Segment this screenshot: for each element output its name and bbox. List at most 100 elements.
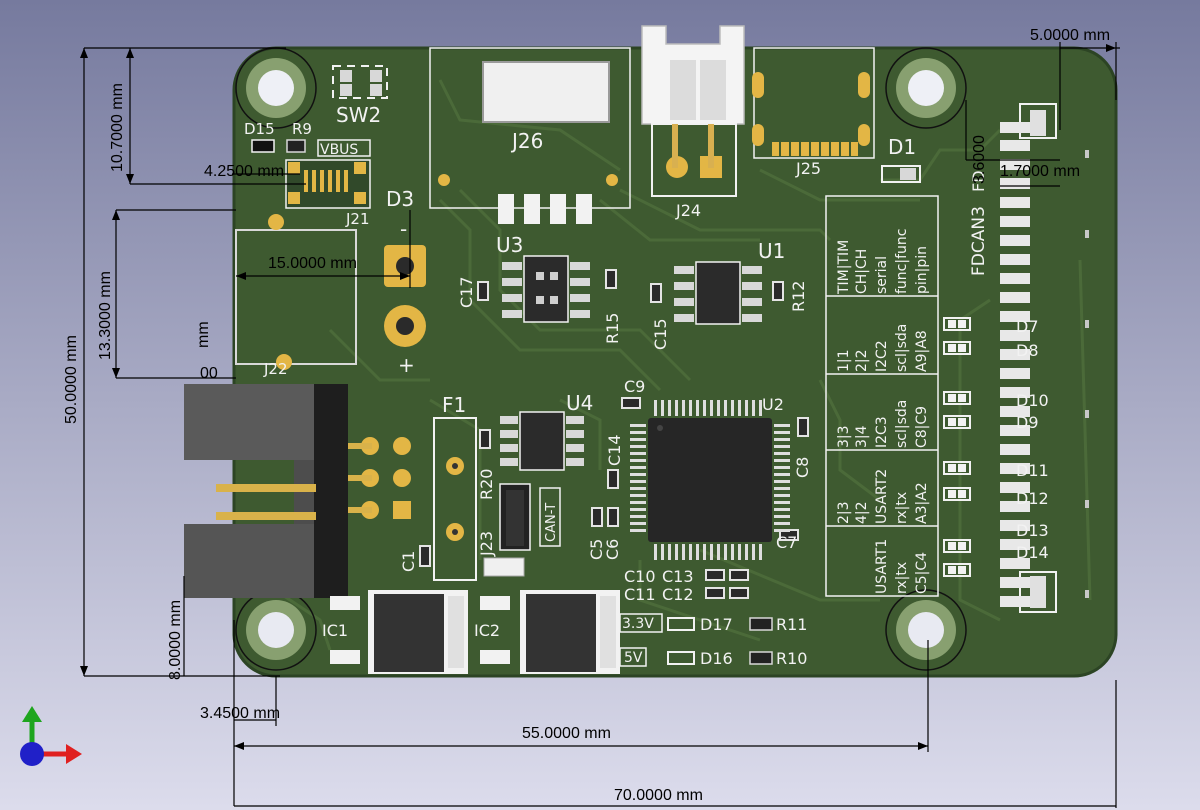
silk-r10: R10: [776, 649, 807, 668]
silk-j25: J25: [795, 159, 821, 178]
mounting-hole-br: [885, 589, 967, 671]
silk-r20: R20: [477, 469, 496, 500]
led-d15: [251, 139, 275, 153]
pin-table-r3-c4: A3|A2: [914, 482, 930, 524]
dim-15mm: 15.0000 mm: [268, 255, 357, 272]
silk-ic2: IC2: [474, 621, 500, 640]
pin-table-r4-c3: rx|tx: [894, 562, 910, 594]
silk-d12: D12: [1016, 489, 1049, 508]
silk-r11: R11: [776, 615, 807, 634]
dim-3-45mm: 3.4500 mm: [200, 705, 280, 722]
silk-u4: U4: [566, 391, 593, 415]
silk-j26: J26: [510, 129, 543, 153]
pin-table-r0-c3: func|func: [894, 229, 910, 294]
pin-table-r2-c3: scl|sda: [894, 400, 910, 448]
silk-j24: J24: [675, 201, 701, 220]
silk-c13: C13: [662, 567, 694, 586]
connector-j22-outline: [235, 214, 357, 370]
pin-table-r1-c0: 1|1: [836, 349, 852, 372]
dim-mm-a: mm: [195, 321, 212, 348]
silk-ic1: IC1: [322, 621, 348, 640]
y-axis-arrow-icon: [22, 706, 42, 722]
silk-d10: D10: [1016, 391, 1049, 410]
dim-50mm: 50.0000 mm: [63, 335, 80, 424]
silk-j21: J21: [345, 210, 370, 228]
silk-d17: D17: [700, 615, 733, 634]
dim-5mm: 5.0000 mm: [1030, 27, 1110, 44]
pin-table-r1-c2: I2C2: [874, 340, 890, 372]
silk-c11: C11: [624, 585, 656, 604]
silk-r15: R15: [603, 313, 622, 344]
pin-table-r1-c3: scl|sda: [894, 324, 910, 372]
pin-table-r4-c2: USART1: [874, 539, 890, 594]
silk-j22: J22: [263, 360, 288, 378]
mcu-u2: [630, 400, 790, 560]
switch-sw2: [332, 65, 388, 99]
silkscreen-labels: SW2 D15 R9 VBUS J21 D3 - + J22 J26 J24 J…: [244, 103, 1049, 668]
dim-55mm: 55.0000 mm: [522, 725, 611, 742]
regulator-ic1: [330, 590, 468, 674]
pin-table-r0-c0: TIM|TIM: [836, 240, 852, 295]
silk-5v: 5V: [624, 650, 643, 666]
silk-c6: C6: [603, 539, 622, 560]
pin-table-r0-c2: serial: [874, 256, 890, 294]
silk-u3: U3: [496, 233, 523, 257]
header-j24: [641, 25, 745, 197]
silk-c17: C17: [457, 276, 476, 308]
silk-d1: D1: [888, 135, 916, 159]
pin-table-r3-c2: USART2: [874, 469, 890, 524]
silk-vbus: VBUS: [320, 142, 358, 158]
pcb-board: SW2 D15 R9 VBUS J21 D3 - + J22 J26 J24 J…: [184, 25, 1118, 678]
silk-u1: U1: [758, 239, 785, 263]
silk-c8: C8: [793, 457, 812, 478]
silk-sw2: SW2: [336, 103, 381, 127]
z-axis-dot-icon: [20, 742, 44, 766]
ic-u4: [500, 411, 584, 471]
dim-8mm: 8.0000 mm: [167, 600, 184, 680]
silk-plus: +: [398, 353, 415, 377]
axis-triad: [20, 706, 82, 766]
silk-d7: D7: [1016, 317, 1039, 336]
label-box-5v: [619, 647, 647, 667]
pin-table-r2-c4: C8|C9: [914, 406, 930, 448]
silk-f1: F1: [442, 393, 466, 417]
silk-c1: C1: [399, 551, 418, 572]
dim-10-7mm: 10.7000 mm: [109, 83, 126, 172]
mounting-hole-bl: [235, 589, 317, 671]
pin-table-r4-c4: C5|C4: [914, 552, 930, 594]
silk-d11: D11: [1016, 461, 1049, 480]
dimension-labels: 5.0000 mm 10.7000 mm 4.2500 mm 3.6000 1.…: [63, 27, 1110, 804]
silk-d16: D16: [700, 649, 733, 668]
pin-table-r0-c1: CH|CH: [854, 249, 870, 294]
box-header-connector: [184, 384, 348, 598]
silk-3v3: 3.3V: [622, 616, 654, 632]
label-box-3v3: [619, 613, 663, 633]
silk-d15: D15: [244, 120, 275, 138]
silk-minus: -: [400, 217, 407, 241]
status-leds: [943, 317, 971, 577]
dim-00: 00: [200, 365, 218, 382]
silk-fdcan3: FDCAN3: [969, 206, 989, 276]
silk-d3: D3: [386, 187, 414, 211]
silk-d8: D8: [1016, 341, 1039, 360]
pin-table-r2-c1: 3|4: [854, 425, 870, 448]
connector-fdcan3: [1000, 103, 1089, 613]
mounting-hole-tl: [235, 47, 317, 129]
connector-j26: [429, 47, 631, 224]
dim-70mm: 70.0000 mm: [614, 787, 703, 804]
fuse-f1: [433, 417, 477, 581]
pin-table-r3-c0: 2|3: [836, 501, 852, 524]
pin-table-r3-c1: 4|2: [854, 501, 870, 524]
silk-c10: C10: [624, 567, 656, 586]
resistor-r9: [286, 139, 306, 153]
silk-j23: J23: [477, 531, 496, 557]
pin-mapping-table: [825, 195, 939, 597]
dim-13-3mm: 13.3000 mm: [97, 271, 114, 360]
x-axis-arrow-icon: [66, 744, 82, 764]
ic-u1: [674, 261, 762, 325]
silk-fd: FD: [969, 170, 988, 192]
silk-r9: R9: [292, 120, 312, 138]
regulator-ic2: [480, 590, 620, 674]
diode-d1: [881, 165, 921, 183]
